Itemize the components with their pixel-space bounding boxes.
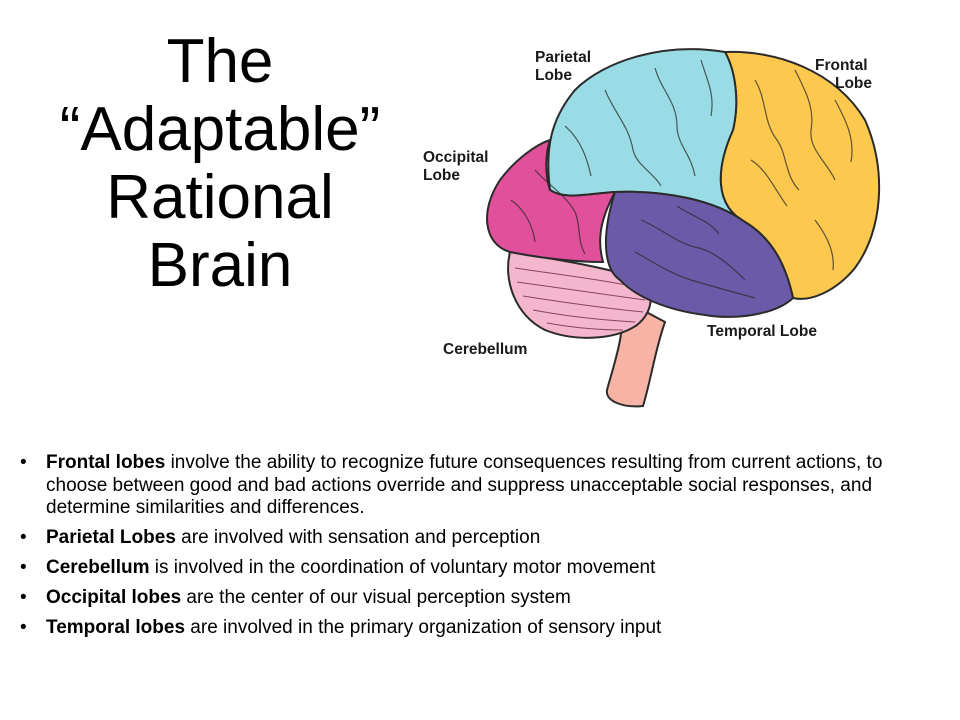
brain-diagram: Parietal Lobe Frontal Lobe Occipital Lob… <box>415 30 885 425</box>
label-cerebellum: Cerebellum <box>443 341 527 358</box>
bullet-text: is involved in the coordination of volun… <box>149 557 656 578</box>
bullet-text: involve the ability to recognize future … <box>46 452 883 518</box>
list-item: • Cerebellum is involved in the coordina… <box>20 557 920 580</box>
brainstem <box>605 296 667 408</box>
title-line-1: The <box>166 27 274 96</box>
temporal-lobe-region <box>604 190 795 318</box>
description-list: • Frontal lobes involve the ability to r… <box>20 452 920 647</box>
bullet-term: Occipital lobes <box>46 587 182 608</box>
bullet-text: are involved with sensation and percepti… <box>175 527 541 548</box>
bullet-term: Frontal lobes <box>46 452 166 473</box>
label-frontal-line1: Frontal <box>815 57 868 74</box>
bullet-icon: • <box>20 527 27 548</box>
slide-title: The “Adaptable” Rational Brain <box>20 28 420 300</box>
list-item: • Temporal lobes are involved in the pri… <box>20 617 920 640</box>
title-line-2: “Adaptable” <box>59 95 381 164</box>
list-item: • Occipital lobes are the center of our … <box>20 587 920 610</box>
brain-sulci <box>510 59 853 299</box>
label-frontal-line2: Lobe <box>835 75 872 92</box>
bullet-term: Temporal lobes <box>46 617 186 638</box>
list-item: • Parietal Lobes are involved with sensa… <box>20 527 920 550</box>
title-line-4: Brain <box>147 231 293 300</box>
bullet-icon: • <box>20 557 27 578</box>
bullet-icon: • <box>20 617 27 638</box>
bullet-text: are the center of our visual perception … <box>181 587 571 608</box>
label-occipital-line1: Occipital <box>423 149 488 166</box>
bullet-icon: • <box>20 587 27 608</box>
label-parietal-line2: Lobe <box>535 67 572 84</box>
label-temporal: Temporal Lobe <box>707 323 817 340</box>
label-occipital-line2: Lobe <box>423 167 460 184</box>
bullet-term: Cerebellum <box>46 557 150 578</box>
brain-illustration: Parietal Lobe Frontal Lobe Occipital Lob… <box>423 48 881 408</box>
list-item: • Frontal lobes involve the ability to r… <box>20 452 920 520</box>
bullet-icon: • <box>20 452 27 473</box>
bullet-term: Parietal Lobes <box>46 527 176 548</box>
title-line-3: Rational <box>106 163 334 232</box>
bullet-text: are involved in the primary organization… <box>185 617 662 638</box>
label-parietal-line1: Parietal <box>535 49 591 66</box>
